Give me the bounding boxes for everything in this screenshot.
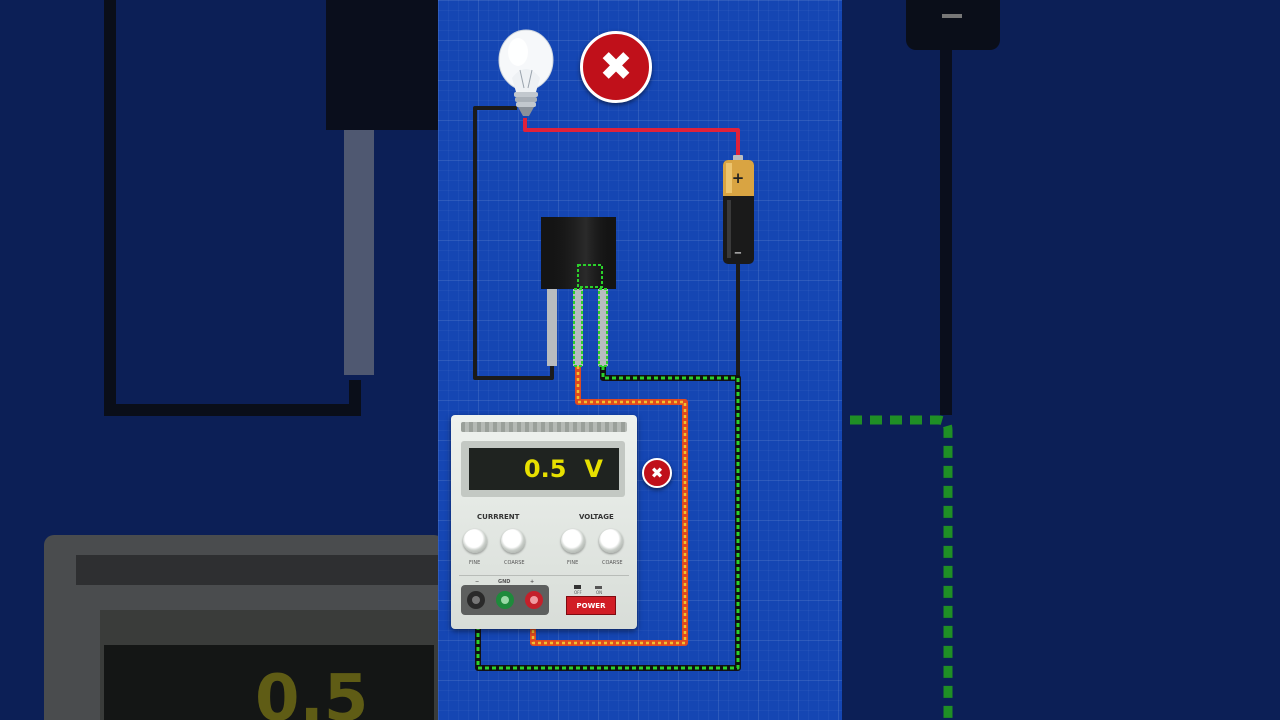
transistor-icon <box>541 217 616 367</box>
close-icon: ✖ <box>642 458 672 488</box>
close-icon: ✖ <box>580 31 652 103</box>
current-fine-label: FINE <box>469 560 481 566</box>
switch-off-label: OFF <box>574 590 582 595</box>
switch-on-marker <box>595 586 602 589</box>
blurred-right-scene <box>850 0 1000 720</box>
psu-display-unit: V <box>584 455 603 483</box>
wire-bulb-to-battery-plus <box>523 118 740 158</box>
voltage-fine-label: FINE <box>567 560 579 566</box>
current-coarse-label: COARSE <box>504 560 525 566</box>
psu-vent <box>461 422 627 432</box>
terminal-minus-label: − <box>475 579 480 585</box>
voltage-coarse-label: COARSE <box>602 560 623 566</box>
psu-display-value: 0.5 <box>523 455 567 483</box>
voltage-label: VOLTAGE <box>579 513 614 521</box>
terminal-minus[interactable] <box>467 591 485 609</box>
power-supply: 0.5 V CURRRENT VOLTAGE FINE COARSE FINE … <box>451 415 637 629</box>
current-label: CURRRENT <box>477 513 520 521</box>
voltage-fine-knob[interactable] <box>561 529 585 553</box>
wire-bulb-to-collector <box>473 106 554 380</box>
current-fine-knob[interactable] <box>463 529 487 553</box>
psu-display: 0.5 V <box>469 448 619 490</box>
battery-plus-label: + <box>732 169 745 187</box>
battery-icon: + − <box>723 155 754 264</box>
terminal-gnd[interactable] <box>496 591 514 609</box>
battery-minus-label: − <box>734 248 742 259</box>
terminal-plus-label: + <box>530 579 535 585</box>
terminal-plus[interactable] <box>525 591 543 609</box>
power-button[interactable]: POWER <box>566 596 616 615</box>
terminal-panel <box>461 585 549 615</box>
blurred-right-panel <box>842 0 1280 720</box>
light-bulb-icon <box>498 29 554 116</box>
current-coarse-knob[interactable] <box>501 529 525 553</box>
blurred-display-text: 0.5 <box>255 662 368 720</box>
terminal-gnd-label: GND <box>498 579 511 585</box>
blurred-left-panel: 0.5 <box>0 0 438 720</box>
blurred-left-scene: 0.5 <box>44 0 438 720</box>
switch-on-label: ON <box>596 590 603 595</box>
voltage-coarse-knob[interactable] <box>599 529 623 553</box>
psu-divider <box>459 575 629 576</box>
switch-off-marker <box>574 585 581 589</box>
